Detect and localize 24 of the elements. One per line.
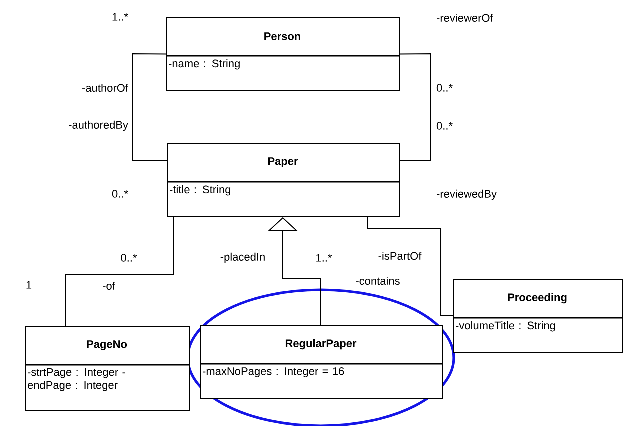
- role-label: -reviewerOf: [437, 14, 494, 22]
- role-label: 1..*: [112, 13, 128, 21]
- role-label: 1..*: [316, 254, 332, 262]
- association-line: [368, 216, 454, 316]
- role-label: 1: [26, 281, 32, 289]
- role-label: 0..*: [436, 84, 453, 92]
- class-box: Paper -title : String: [167, 143, 400, 218]
- class-box: RegularPaper -maxNoPages : Integer = 16: [200, 325, 444, 400]
- role-label: -authorOf: [82, 84, 129, 92]
- role-label: 0..*: [112, 190, 128, 198]
- role-label: -of: [103, 282, 116, 290]
- role-label: -reviewedBy: [437, 190, 497, 200]
- class-box: Proceeding -volumeTitle : String: [453, 279, 624, 354]
- association-line: [400, 54, 432, 162]
- role-label: -authoredBy: [69, 120, 128, 132]
- association-line: [66, 216, 174, 326]
- association-line: [132, 54, 168, 162]
- role-label: 0..*: [121, 254, 138, 262]
- class-box: Person -name : String: [166, 17, 400, 92]
- role-label: -placedIn: [220, 252, 265, 264]
- class-box: PageNo -strtPage : Integer -endPage : Integer: [25, 326, 190, 412]
- role-label: -isPartOf: [378, 252, 422, 260]
- role-label: -contains: [356, 276, 400, 286]
- role-label: 0..*: [436, 122, 453, 130]
